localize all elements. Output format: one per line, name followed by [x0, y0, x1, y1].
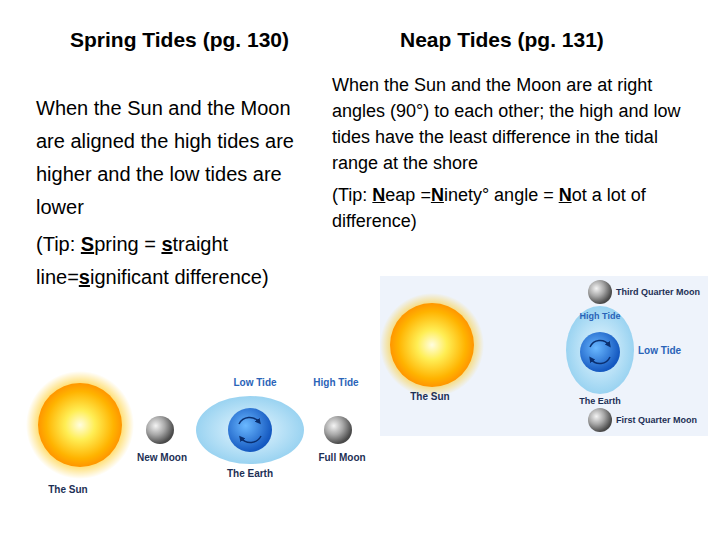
- section-heading: Spring Tides (pg. 130): [70, 26, 370, 54]
- text-run: s: [79, 266, 90, 288]
- text-run: inety° angle =: [444, 185, 559, 205]
- text-run: When the Sun and the Moon are aligned th…: [36, 97, 294, 218]
- moon-label: Third Quarter Moon: [616, 286, 700, 298]
- text-run: S: [81, 233, 94, 255]
- text-run: pring =: [94, 233, 161, 255]
- text-run: Third Quarter Moon: [616, 287, 700, 297]
- sun-label: The Sun: [410, 391, 449, 403]
- spring-illustration: [26, 371, 352, 479]
- illustration-ground: [380, 276, 708, 436]
- rotation-arrow: [590, 340, 609, 347]
- sun-glow: [26, 371, 134, 479]
- tide-label: High Tide: [313, 377, 358, 389]
- body-text: When the Sun and the Moon are aligned th…: [36, 92, 324, 224]
- text-run: The Earth: [227, 468, 273, 479]
- tip-text: (Tip: Neap =Ninety° angle = Not a lot of…: [332, 182, 708, 234]
- text-run: (Tip:: [332, 185, 372, 205]
- text-run: The Sun: [48, 484, 87, 495]
- text-run: High Tide: [580, 311, 621, 321]
- sun: [38, 383, 122, 467]
- rotation-arrow: [241, 436, 261, 442]
- tip-text: (Tip: Spring = straight line=significant…: [36, 228, 324, 294]
- tidal-bulge: [566, 306, 634, 394]
- text-run: Spring Tides (pg. 130): [70, 28, 289, 51]
- earth: [228, 408, 272, 452]
- text-run: When the Sun and the Moon are at right a…: [332, 75, 680, 173]
- text-run: N: [372, 185, 385, 205]
- text-run: High Tide: [313, 377, 358, 388]
- rotation-arrow: [239, 418, 259, 424]
- text-run: (Tip:: [36, 233, 81, 255]
- text-run: Full Moon: [318, 452, 365, 463]
- text-run: N: [559, 185, 572, 205]
- sun-glow: [380, 293, 484, 397]
- neap-illustration: [380, 276, 708, 436]
- tide-label: High Tide: [580, 310, 621, 322]
- text-run: ignificant difference): [90, 266, 269, 288]
- tide-label: Low Tide: [638, 345, 681, 357]
- rotation-arrow: [591, 357, 610, 364]
- first-quarter-moon: [588, 408, 612, 432]
- text-run: Low Tide: [233, 377, 276, 388]
- full-moon: [324, 416, 352, 444]
- body-text: When the Sun and the Moon are at right a…: [332, 72, 708, 176]
- text-run: The Earth: [579, 396, 621, 406]
- text-run: The Sun: [410, 391, 449, 402]
- section-heading: Neap Tides (pg. 131): [400, 26, 700, 54]
- third-quarter-moon: [588, 280, 612, 304]
- text-run: eap =: [385, 185, 431, 205]
- text-run: N: [431, 185, 444, 205]
- sun-label: The Sun: [48, 484, 87, 496]
- moon-label: Full Moon: [318, 452, 365, 464]
- text-run: Neap Tides (pg. 131): [400, 28, 604, 51]
- text-run: First Quarter Moon: [616, 415, 697, 425]
- text-run: Low Tide: [638, 345, 681, 356]
- text-run: s: [161, 233, 172, 255]
- moon-label: New Moon: [137, 452, 187, 464]
- moon-label: First Quarter Moon: [616, 414, 697, 426]
- new-moon: [146, 416, 174, 444]
- text-run: New Moon: [137, 452, 187, 463]
- earth-label: The Earth: [579, 395, 621, 407]
- sun: [390, 303, 474, 387]
- tide-label: Low Tide: [233, 377, 276, 389]
- earth: [580, 332, 620, 372]
- earth-label: The Earth: [227, 468, 273, 480]
- tidal-bulge: [196, 396, 304, 464]
